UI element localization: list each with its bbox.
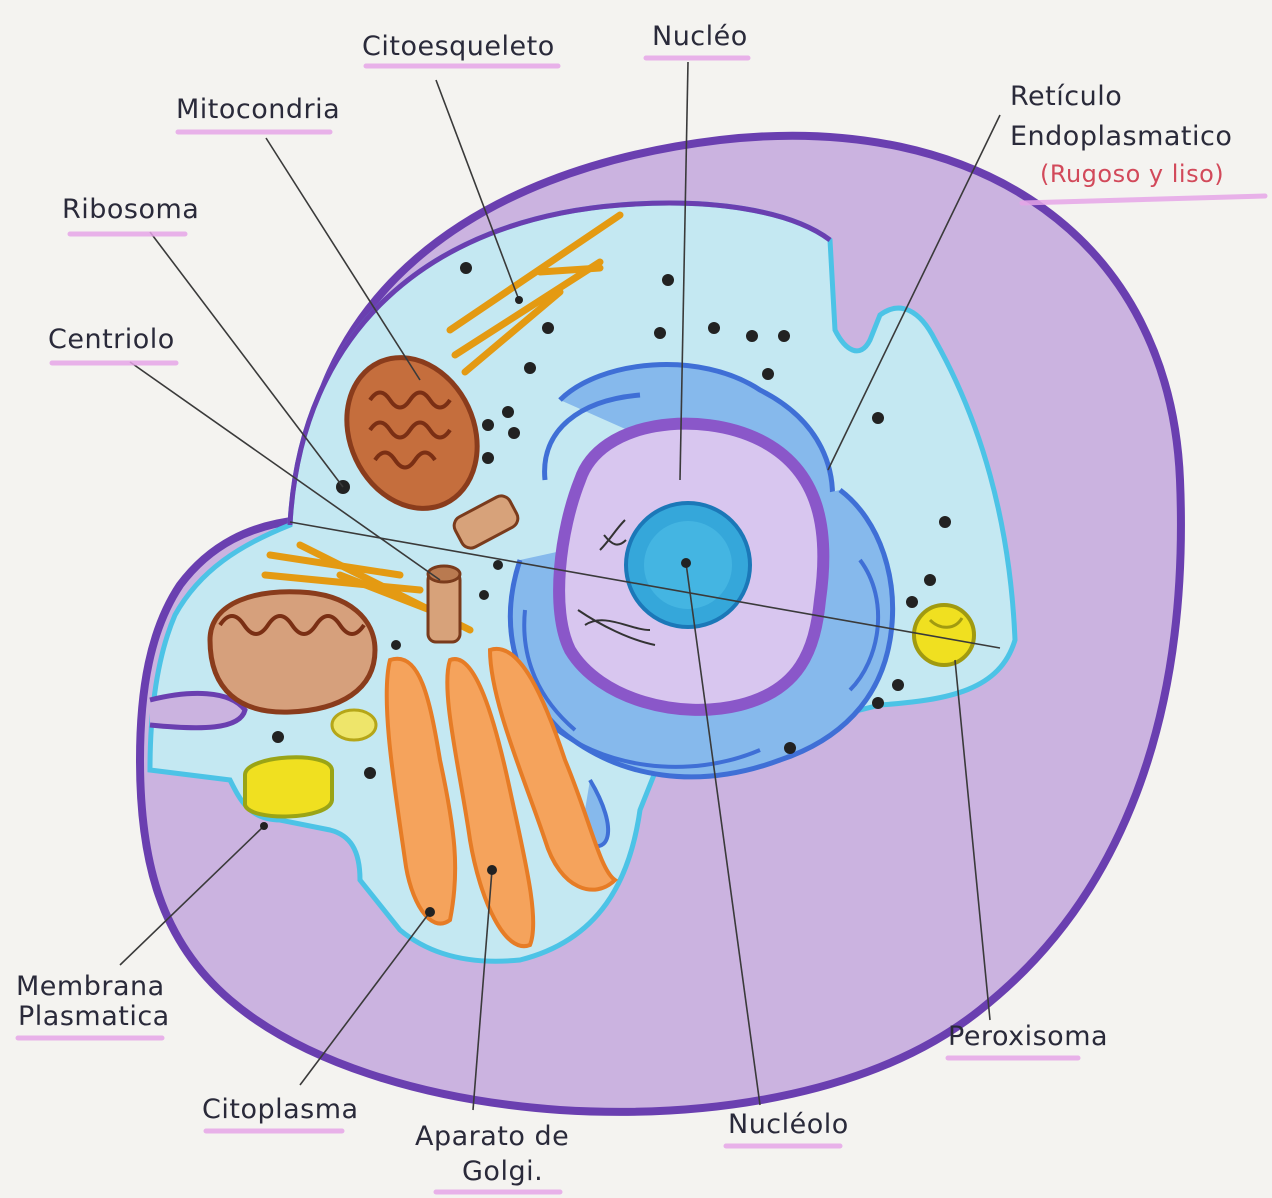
label-centriolo: Centriolo [48,324,175,355]
label-membrana-2: Plasmatica [18,1001,170,1032]
label-nucleolo: Nucléolo [728,1109,849,1140]
leader-ribosoma [150,232,343,487]
label-reticulo-sub: (Rugoso y liso) [1040,160,1224,188]
label-golgi-2: Golgi. [462,1156,543,1187]
label-golgi-1: Aparato de [415,1121,569,1152]
label-nucleo: Nucléo [652,21,748,52]
label-peroxisoma: Peroxisoma [948,1021,1108,1052]
lysosome [245,757,332,816]
nucleus [559,424,823,710]
vesicle [332,710,376,740]
label-citoplasma: Citoplasma [202,1094,359,1125]
label-ribosoma: Ribosoma [62,194,199,225]
label-reticulo-2: Endoplasmatico [1010,121,1232,152]
label-mitocondria: Mitocondria [176,94,340,125]
label-reticulo-1: Retículo [1010,81,1122,112]
label-citoesqueleto: Citoesqueleto [362,31,555,62]
label-membrana-1: Membrana [16,971,165,1002]
cut-notch [150,693,245,727]
